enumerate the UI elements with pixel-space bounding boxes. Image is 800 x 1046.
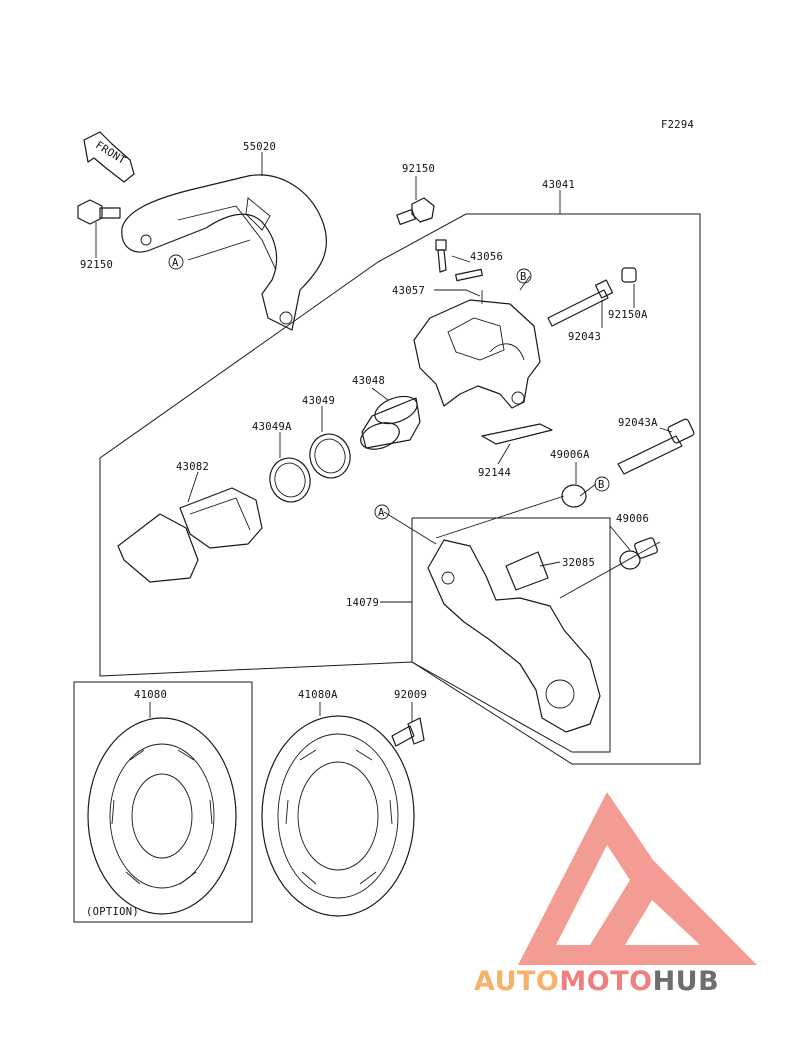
brake-disc-option-icon: [87, 717, 237, 915]
caliper-holder-icon: [427, 539, 601, 733]
label-92043A: 92043A: [618, 417, 658, 429]
bolt-left-icon: [77, 199, 121, 225]
ref-marker-a-holder: A: [374, 504, 390, 520]
figure-code: F2294: [661, 119, 694, 131]
label-41080A: 41080A: [298, 689, 338, 701]
boot-icon: [619, 537, 658, 570]
label-14079: 14079: [346, 597, 379, 609]
ref-marker-a-bracket: A: [168, 254, 184, 270]
label-49006: 49006: [616, 513, 649, 525]
watermark-logo: [518, 792, 757, 965]
watermark-triangle-inner: [556, 845, 630, 945]
svg-text:AUTOMOTOHUB: AUTOMOTOHUB: [474, 966, 719, 997]
label-43041: 43041: [542, 179, 575, 191]
bleeder-cap-icon: [455, 268, 483, 282]
label-92150-top: 92150: [402, 163, 435, 175]
caliper-body-icon: [413, 299, 541, 409]
label-92150-left: 92150: [80, 259, 113, 271]
bleeder-valve-icon: [435, 239, 447, 273]
watermark-part2: MOTO: [559, 966, 652, 997]
bracket-guard-icon: [121, 174, 327, 331]
label-92043: 92043: [568, 331, 601, 343]
label-92009: 92009: [394, 689, 427, 701]
label-49006A: 49006A: [550, 449, 590, 461]
label-41080: 41080: [134, 689, 167, 701]
piston-icon: [360, 395, 421, 450]
svg-text:B: B: [520, 271, 527, 283]
dust-seal-icon: [309, 433, 351, 479]
spring-clip-icon: [481, 423, 553, 445]
label-55020: 55020: [243, 141, 276, 153]
watermark-text: AUTOMOTOHUB: [474, 966, 719, 997]
svg-text:B: B: [598, 479, 605, 491]
watermark-part1: AUTO: [474, 966, 559, 997]
label-43048: 43048: [352, 375, 385, 387]
pad-spring-icon: [505, 551, 549, 591]
brake-pad-set-icon: [117, 487, 263, 583]
watermark-triangle-inner2: [625, 900, 700, 945]
bolt-top-icon: [396, 197, 435, 226]
front-arrow-icon: FRONT: [83, 131, 135, 183]
caliper-assembly-outline: [99, 213, 701, 765]
svg-text:A: A: [378, 507, 385, 519]
label-92144: 92144: [478, 467, 511, 479]
label-43057: 43057: [392, 285, 425, 297]
label-92150A: 92150A: [608, 309, 648, 321]
disc-option-box: [73, 681, 253, 923]
caliper-pin-b-icon: [617, 418, 695, 475]
leader-lines: [95, 152, 673, 722]
label-43056: 43056: [470, 251, 503, 263]
holder-outline: [411, 517, 611, 753]
disc-bolt-icon: [391, 717, 425, 747]
ref-marker-b-pin: B: [594, 476, 610, 492]
svg-text:A: A: [172, 257, 179, 269]
brake-disc-icon: [261, 715, 415, 917]
label-32085: 32085: [562, 557, 595, 569]
label-43049A: 43049A: [252, 421, 292, 433]
option-label: (OPTION): [86, 906, 139, 918]
piston-seal-icon: [269, 457, 311, 503]
watermark-part3: HUB: [653, 966, 720, 997]
boot-a-icon: [561, 484, 587, 508]
pin-cap-icon: [621, 267, 637, 283]
label-43082: 43082: [176, 461, 209, 473]
label-43049: 43049: [302, 395, 335, 407]
ref-marker-b-caliper: B: [516, 268, 532, 284]
caliper-pin-icon: [547, 279, 614, 327]
